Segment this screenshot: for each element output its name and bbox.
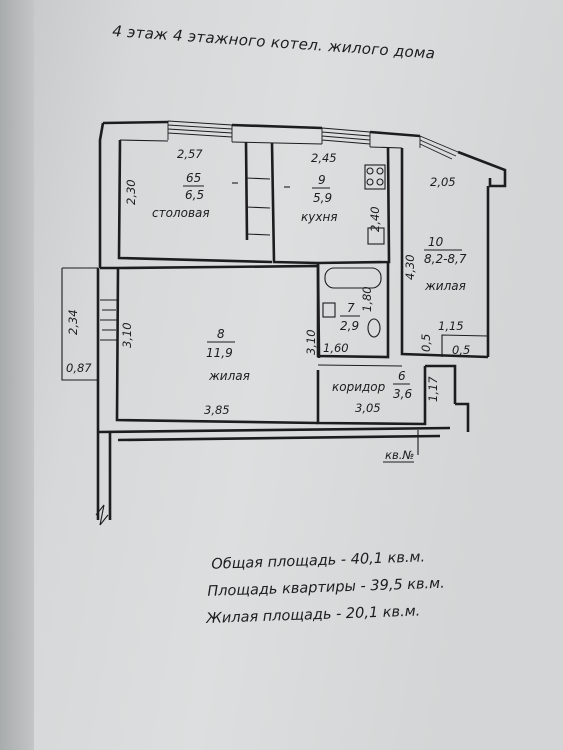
dim-living-height-left: 3,10 <box>120 322 134 348</box>
wall-bath <box>316 263 390 359</box>
wall-top-mid <box>231 123 323 130</box>
room-kitchen-area: 5,9 <box>313 191 332 205</box>
room-corridor-name: коридор <box>332 380 386 394</box>
dim-dining-height: 2,30 <box>124 179 138 205</box>
wall-living <box>115 267 319 425</box>
sink-icon <box>367 227 385 245</box>
dim-bath-width: 1,60 <box>323 341 349 355</box>
summary-apartment: Площадь квартиры - 39,5 кв.м. <box>207 576 445 600</box>
dim-stair-width: 0,87 <box>66 361 92 375</box>
wall-kitchen <box>317 146 391 265</box>
dimensions: 2,57 2,30 2,45 2,40 2,05 4,30 1,15 0,5 0… <box>66 147 470 417</box>
summary-living: Жилая площадь - 20,1 кв.м. <box>205 604 421 627</box>
wall-living-top <box>117 264 321 359</box>
page-edge <box>0 0 34 750</box>
dim-living-height: 3,10 <box>304 329 318 355</box>
wall-corridor-right <box>425 364 457 404</box>
room-bedroom-area: 8,2-8,7 <box>424 252 467 266</box>
room-bedroom-number: 10 <box>428 235 444 249</box>
wall-corridor <box>316 366 427 426</box>
dim-dining-width: 2,57 <box>177 147 203 161</box>
dim-corridor-height: 1,17 <box>426 376 440 402</box>
room-bath-area: 2,9 <box>340 319 359 333</box>
room-kitchen-name: кухня <box>301 210 338 224</box>
windows <box>100 120 459 341</box>
wall-top-dining-left <box>102 120 169 125</box>
room-living-name: жилая <box>208 369 250 383</box>
wall-bedroom <box>400 148 489 359</box>
wall-top-kitchen-right <box>369 130 421 138</box>
room-dining-name: столовая <box>152 206 210 220</box>
stove-icon <box>364 164 386 190</box>
dim-bedroom-small-h2: 0,5 <box>452 343 470 357</box>
washbasin-icon <box>322 302 336 318</box>
wall-left-upper <box>98 122 105 268</box>
dim-corridor-width: 3,05 <box>355 401 381 415</box>
room-living-number: 8 <box>217 327 225 341</box>
dim-bath-height: 1,80 <box>360 286 374 312</box>
toilet-icon <box>367 318 381 338</box>
room-kitchen-number: 9 <box>318 173 326 187</box>
wall-bottom <box>97 426 451 434</box>
fixtures <box>232 164 386 338</box>
dim-kitchen-height: 2,40 <box>368 206 382 232</box>
walls <box>61 120 507 526</box>
dim-living-width: 3,85 <box>204 403 230 417</box>
dim-kitchen-width: 2,45 <box>311 151 337 165</box>
dim-bedroom-small-h1: 0,5 <box>419 334 433 352</box>
room-corridor-number: 6 <box>398 369 406 383</box>
room-bedroom-name: жилая <box>424 279 466 293</box>
summary-total: Общая площадь - 40,1 кв.м. <box>211 549 425 572</box>
room-bath-number: 7 <box>347 301 355 315</box>
room-living-area: 11,9 <box>206 346 233 360</box>
dim-bedroom-small-w: 1,15 <box>438 319 464 333</box>
room-dining-area: 6,5 <box>185 188 204 202</box>
wall-kitchen-left <box>270 142 319 265</box>
dim-bedroom-height: 4,30 <box>403 254 417 280</box>
dim-bedroom-width: 2,05 <box>430 175 456 189</box>
room-dining-number: 65 <box>186 171 201 185</box>
room-labels: 65 6,5 столовая 9 5,9 кухня 10 8,2-8,7 ж… <box>152 171 467 401</box>
plan-title: 4 этаж 4 этажного котел. жилого дома <box>112 22 436 63</box>
wall-top-right <box>457 150 507 188</box>
area-summary: Общая площадь - 40,1 кв.м. Площадь кварт… <box>205 549 445 627</box>
bathtub-icon <box>324 267 382 289</box>
dim-stair-height: 2,34 <box>66 309 80 335</box>
wall-partition <box>244 141 249 241</box>
room-corridor-area: 3,6 <box>393 387 412 401</box>
wall-dining <box>117 139 273 264</box>
apartment-label: кв.№ <box>385 448 414 462</box>
